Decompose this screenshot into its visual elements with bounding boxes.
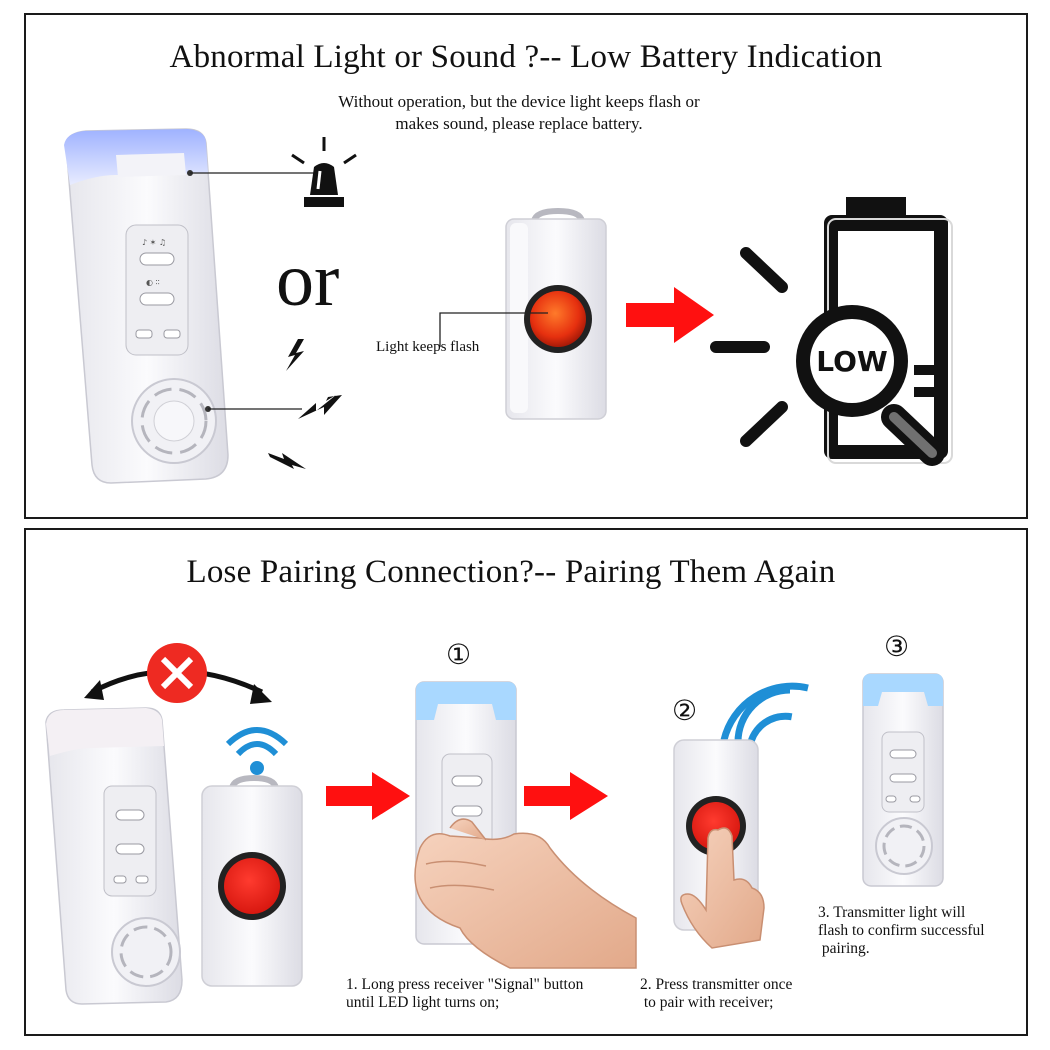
led-leader-line [187, 170, 324, 176]
subtitle-line-1: Without operation, but the device light … [338, 92, 700, 111]
low-battery-icon: LOW [710, 197, 953, 466]
lightning-icon [298, 395, 342, 419]
low-battery-label: LOW [816, 345, 888, 378]
step-3-number: ③ [884, 630, 910, 663]
step-3-line-1: 3. Transmitter light will [818, 904, 966, 921]
low-battery-subtitle: Without operation, but the device light … [26, 91, 1026, 135]
light-label-leader [439, 312, 548, 347]
arrow-right-icon [326, 772, 410, 820]
step-3-caption: 3. Transmitter light will flash to confi… [818, 904, 985, 958]
step-2-line-2: to pair with receiver; [640, 994, 774, 1011]
pairing-title: Lose Pairing Connection?-- Pairing Them … [186, 554, 836, 590]
transmitter-device [505, 207, 607, 420]
step-2-caption: 2. Press transmitter once to pair with r… [640, 976, 792, 1012]
step-1-number: ① [446, 638, 472, 671]
svg-text:◐ ∶∶: ◐ ∶∶ [146, 278, 160, 287]
hand-icon [414, 818, 637, 969]
low-battery-title: Abnormal Light or Sound ?-- Low Battery … [169, 39, 883, 75]
receiver-device-lit [862, 673, 944, 887]
wifi-signal-icon [225, 727, 289, 775]
step-3-line-2: flash to confirm successful [818, 922, 985, 939]
svg-text:♪ ✶ ♫: ♪ ✶ ♫ [142, 238, 166, 247]
subtitle-line-2: makes sound, please replace battery. [395, 114, 643, 133]
or-text: or [276, 238, 340, 322]
arrow-right-icon [524, 772, 608, 820]
cross-icon [147, 643, 207, 703]
arrow-right-icon [626, 287, 714, 343]
light-keeps-flash-label: Light keeps flash [376, 339, 480, 355]
step-1-caption: 1. Long press receiver "Signal" button u… [346, 976, 583, 1012]
transmitter-device [201, 774, 303, 987]
step-2-line-1: 2. Press transmitter once [640, 976, 793, 993]
step-1-line-2: until LED light turns on; [346, 994, 500, 1011]
step-2-number: ② [672, 694, 698, 727]
alarm-light-icon [291, 137, 357, 207]
finger-icon [680, 827, 765, 949]
lightning-icon [286, 339, 304, 371]
step-3-line-3: pairing. [818, 940, 870, 957]
lightning-icon [268, 453, 306, 469]
receiver-device: ♪ ✶ ♫ ◐ ∶∶ [64, 128, 229, 484]
step-1-line-1: 1. Long press receiver "Signal" button [346, 976, 584, 993]
pairing-panel: Lose Pairing Connection?-- Pairing Them … [24, 528, 1028, 1036]
speaker-leader-line [205, 406, 302, 412]
receiver-device [45, 707, 183, 1005]
low-battery-panel: Abnormal Light or Sound ?-- Low Battery … [24, 13, 1028, 519]
